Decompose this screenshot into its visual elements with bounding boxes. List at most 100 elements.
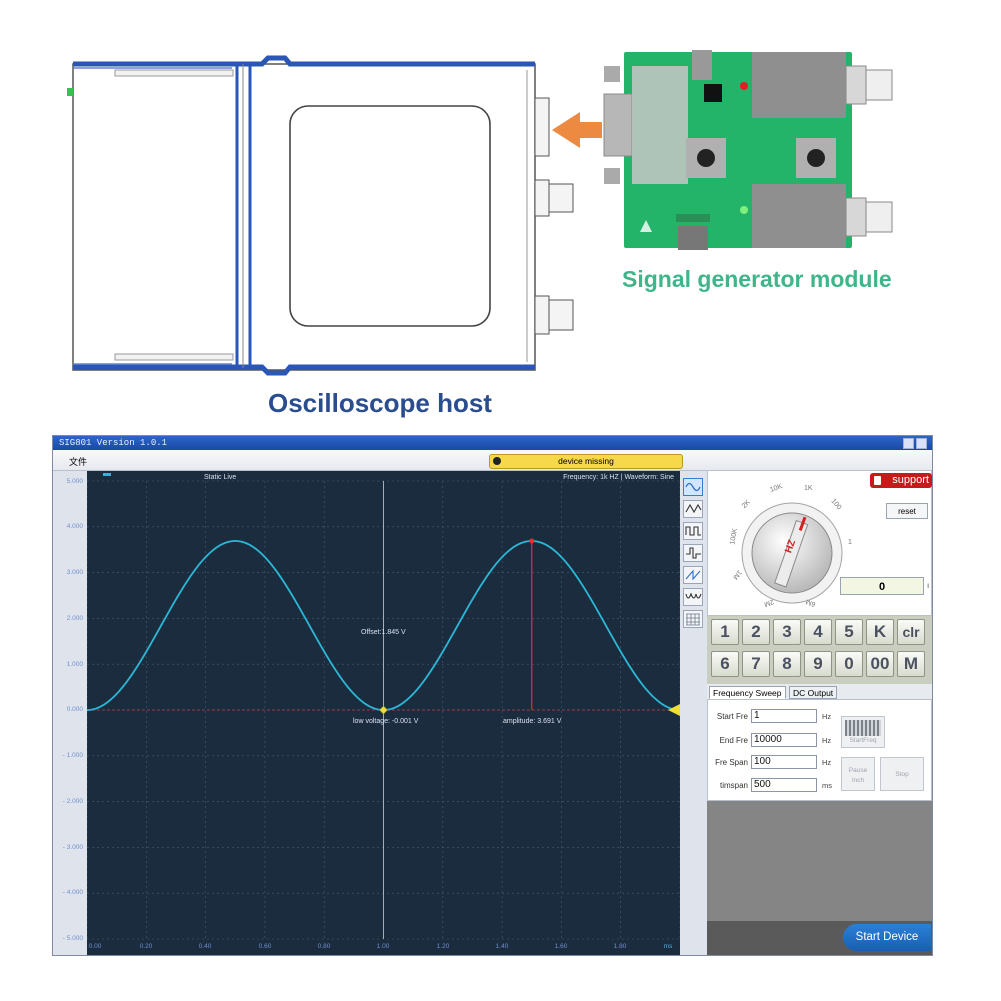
signal-generator-module-drawing <box>603 50 893 250</box>
amplitude-marker-point <box>529 538 535 544</box>
status-dot-icon <box>493 457 501 465</box>
scope-mode-label: Static Live <box>204 474 237 481</box>
time-span-input[interactable]: 500 <box>751 778 817 792</box>
key-4[interactable]: 4 <box>804 619 832 645</box>
start-freq-label: Start Fre <box>716 712 748 721</box>
close-button[interactable] <box>916 438 927 449</box>
stop-button[interactable]: Stop <box>880 757 924 791</box>
frequency-knob-icon[interactable] <box>708 471 933 617</box>
x-tick: 0.80 <box>317 943 331 950</box>
hardware-illustration <box>67 50 893 376</box>
title-bar: SIG801 Version 1.0.1 <box>53 436 932 450</box>
end-freq-input[interactable]: 10000 <box>751 733 817 747</box>
menu-file[interactable]: 文件 <box>69 457 88 467</box>
frequency-knob-area: 1K 100 1 6M 2M 1M 100K 10K 2K HZ support… <box>707 470 932 616</box>
freq-span-unit: Hz <box>822 758 832 767</box>
x-tick: 0.20 <box>139 943 153 950</box>
y-tick: - 1.000 <box>62 752 83 759</box>
frequency-sweep-form: Start Fre 1 Hz End Fre 10000 Hz Fre Span… <box>707 699 932 801</box>
sawtooth-wave-icon[interactable] <box>683 566 703 584</box>
offset-label: Offset:1.845 V <box>361 629 406 636</box>
arbitrary-wave-icon[interactable] <box>683 588 703 606</box>
start-freq-input[interactable]: 1 <box>751 709 817 723</box>
oscilloscope-display[interactable]: Static Live Frequency: 1k HZ | Waveform:… <box>87 471 680 955</box>
start-device-button[interactable]: Start Device <box>843 924 931 951</box>
support-button[interactable]: support <box>870 473 932 488</box>
x-tick: 0.40 <box>198 943 212 950</box>
control-panel: 1K 100 1 6M 2M 1M 100K 10K 2K HZ support… <box>707 470 932 955</box>
reset-button[interactable]: reset <box>886 503 928 519</box>
oscilloscope-host-drawing <box>67 55 574 376</box>
y-axis: 5.000 4.000 3.000 2.000 1.000 0.000 - 1.… <box>53 471 87 955</box>
time-span-unit: ms <box>822 781 832 790</box>
y-tick: 1.000 <box>66 661 83 668</box>
freq-span-label: Fre Span <box>715 758 748 767</box>
end-freq-label: End Fre <box>719 736 748 745</box>
y-tick: 4.000 <box>66 523 83 530</box>
key-00[interactable]: 00 <box>866 651 894 677</box>
x-axis: 0.00 0.20 0.40 0.60 0.80 1.00 1.20 1.40 … <box>87 943 680 955</box>
y-tick: 2.000 <box>66 615 83 622</box>
y-tick: - 3.000 <box>62 844 83 851</box>
key-7[interactable]: 7 <box>742 651 770 677</box>
grid-icon[interactable] <box>683 610 703 628</box>
support-label: support <box>892 474 929 486</box>
app-window: SIG801 Version 1.0.1 文件 device missing 5… <box>52 435 933 956</box>
key-8[interactable]: 8 <box>773 651 801 677</box>
x-tick: 1.40 <box>495 943 509 950</box>
end-freq-unit: Hz <box>822 736 832 745</box>
lower-panel: Start Device <box>707 801 932 955</box>
x-tick: 0.60 <box>258 943 272 950</box>
key-6[interactable]: 6 <box>711 651 739 677</box>
frequency-display: 0 <box>840 577 924 595</box>
amplitude-label: amplitude: 3.691 V <box>503 718 562 725</box>
low-voltage-marker-point <box>379 705 388 715</box>
barcode-icon <box>845 720 881 736</box>
pulse-wave-icon[interactable] <box>683 544 703 562</box>
x-tick: 0.00 <box>88 943 102 950</box>
key-clr[interactable]: clr <box>897 619 925 645</box>
sine-wave-icon[interactable] <box>683 478 703 496</box>
freq-span-input[interactable]: 100 <box>751 755 817 769</box>
waveform-selector <box>683 478 705 628</box>
key-0[interactable]: 0 <box>835 651 863 677</box>
key-2[interactable]: 2 <box>742 619 770 645</box>
key-m[interactable]: M <box>897 651 925 677</box>
y-tick: - 5.000 <box>62 935 83 942</box>
x-tick: 1.20 <box>436 943 450 950</box>
x-tick: 1.60 <box>554 943 568 950</box>
key-5[interactable]: 5 <box>835 619 863 645</box>
scope-info-label: Frequency: 1k HZ | Waveform: Sine <box>563 474 674 481</box>
time-span-label: timspan <box>719 781 748 790</box>
device-status-badge: device missing <box>489 454 683 469</box>
y-tick: - 2.000 <box>62 798 83 805</box>
tab-frequency-sweep[interactable]: Frequency Sweep <box>709 686 786 699</box>
key-k[interactable]: K <box>866 619 894 645</box>
key-3[interactable]: 3 <box>773 619 801 645</box>
y-tick: - 4.000 <box>62 889 83 896</box>
x-tick: 1.80 <box>613 943 627 950</box>
start-freq-unit: Hz <box>822 712 832 721</box>
oscilloscope-host-label: Oscilloscope host <box>268 388 492 418</box>
frequency-unit-mark: ı <box>927 581 930 590</box>
start-freq-button[interactable]: StartFreq <box>841 716 885 748</box>
pause-button[interactable]: Pause Inch <box>841 757 875 791</box>
x-tick: 1.00 <box>376 943 390 950</box>
signal-generator-module-label: Signal generator module <box>622 266 892 292</box>
shield-icon <box>874 476 881 485</box>
keypad: 1 2 3 4 5 K clr 6 7 8 9 0 00 M <box>707 616 932 684</box>
level-marker-icon <box>668 704 680 716</box>
waveform-chart <box>87 473 680 940</box>
key-9[interactable]: 9 <box>804 651 832 677</box>
start-freq-button-label: StartFreq <box>849 737 877 744</box>
triangle-wave-icon[interactable] <box>683 500 703 518</box>
knob-label: 1K <box>804 485 813 492</box>
knob-label: 1 <box>848 539 852 546</box>
device-status-text: device missing <box>558 456 614 466</box>
y-tick: 0.000 <box>66 706 83 713</box>
minimize-button[interactable] <box>903 438 914 449</box>
square-wave-icon[interactable] <box>683 522 703 540</box>
key-1[interactable]: 1 <box>711 619 739 645</box>
tab-dc-output[interactable]: DC Output <box>789 686 838 699</box>
x-unit-label: ms <box>663 943 673 950</box>
